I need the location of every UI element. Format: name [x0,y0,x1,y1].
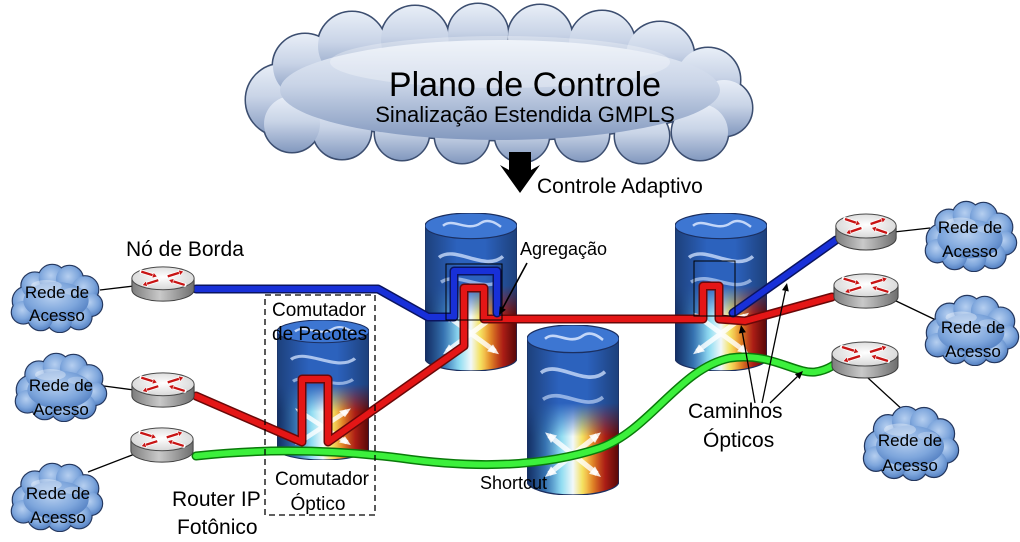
blue-path-egress [730,237,839,316]
access-link-1 [99,285,135,291]
access-network-label-line2: Acesso [945,342,1001,361]
packet-switch-label-line2: de Pacotes [272,324,367,345]
access-network-label-line2: Acesso [33,400,89,419]
aggregation-highlight-box [445,263,503,321]
photonic-router-icon [129,425,195,465]
control-plane-cloud-icon [244,2,754,165]
optical-path-arrow-head [738,325,746,334]
photonic-router-label-line1: Router IP [172,488,261,511]
packet-switch-label-line1: Comutador [272,300,367,321]
access-links [87,227,941,473]
optical-path-arrow-line [741,332,756,404]
access-network-label-line2: Acesso [30,508,86,527]
edge-router-icon [832,271,900,311]
adaptive-control-arrow-icon [500,152,540,193]
access-link-5 [893,299,941,323]
control-plane-title: Plano de Controle [389,66,661,104]
edge-router-icon [130,264,196,304]
access-network-label-line1: Rede de [938,218,1002,237]
access-link-6 [867,377,906,413]
optical-paths-label-line1: Caminhos [688,400,783,423]
photonic-router-dashed-box [264,294,376,516]
adaptive-control-label: Controle Adaptivo [537,175,703,198]
optical-switch-label-line2: Óptico [291,493,346,515]
access-network-label-line1: Rede de [26,484,90,503]
aggregation-arrow-head [499,306,506,315]
access-network-label-line1: Rede de [878,431,942,450]
red-path [193,283,835,445]
access-network-label-line2: Acesso [942,242,998,261]
deaggregation-highlight-box [693,260,736,317]
optical-paths [191,235,850,470]
edge-router-icon [830,340,900,380]
access-network-label-line2: Acesso [882,456,938,475]
optical-path-arrow-line [769,376,798,404]
control-plane-cloud-highlight [330,36,670,88]
aggregation-arrow-icon [499,262,528,315]
access-network-label-line1: Rede de [25,283,89,302]
access-link-4 [893,227,931,233]
edge-router-icon [130,370,196,410]
optical-path-arrow-line [761,290,787,404]
access-link-2 [103,385,135,391]
aggregation-label: Agregação [520,239,607,259]
labels: Plano de Controle Sinalização Estendida … [25,66,1005,539]
access-network-label-line1: Rede de [29,376,93,395]
access-network-label-line1: Rede de [941,318,1005,337]
aggregation-arrow-line [502,262,528,309]
edge-router-icon [834,212,898,252]
photonic-router-label-line2: Fotônico [177,516,258,539]
optical-paths-arrows [738,283,803,404]
optical-switch-label-line1: Comutador [275,469,370,490]
core-switch-icon [527,325,619,495]
control-plane-subtitle: Sinalização Estendida GMPLS [375,102,675,127]
shortcut-label: Shortcut [480,473,547,493]
green-path [193,353,848,468]
optical-path-arrow-head [794,371,803,380]
edge-node-label: Nó de Borda [126,238,244,261]
blue-path [193,268,500,320]
access-network-label-line2: Acesso [29,306,85,325]
optical-path-arrow-head [782,283,789,292]
access-link-3 [87,451,141,473]
optical-paths-label-line2: Ópticos [703,429,774,452]
